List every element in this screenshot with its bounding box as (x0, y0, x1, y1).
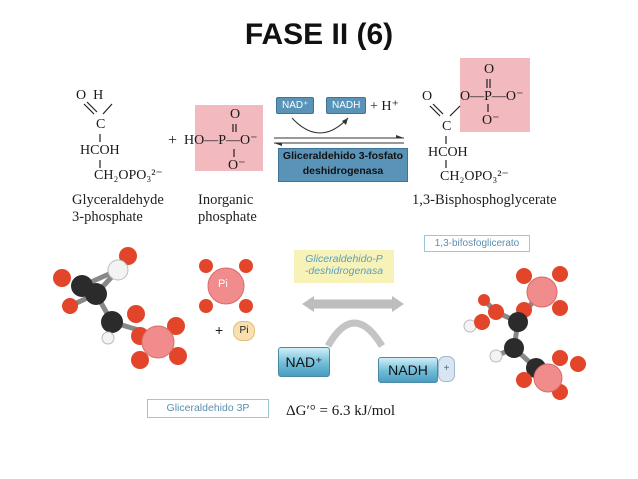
glyceraldehyde-3p-model (53, 247, 187, 369)
aldehyde-carbon: C (96, 117, 106, 132)
phosphoryl-top-o: O (484, 62, 495, 77)
phosphate-highlight (195, 105, 263, 171)
product-phosphate-ester: CH₂OPO₃²⁻ (440, 169, 509, 184)
phosphate-top-o: O (230, 107, 241, 122)
lower-enzyme-line2: -deshidrogenasa (304, 265, 384, 277)
inorganic-phosphate-structure: O HO—P—O⁻ O⁻ (184, 105, 274, 175)
phosphoryl-highlight (460, 58, 530, 132)
delta-g-value: ΔG′° = 6.3 kJ/mol (286, 403, 396, 419)
phosphate-bonds (232, 124, 237, 157)
pi-molecule-model (199, 259, 253, 313)
carbonyl-carbon: C (442, 119, 452, 134)
lower-enzyme-line1: Gliceraldehido-P (305, 253, 383, 265)
glyceraldehyde-3-phosphate-structure: O H C HCOH CH₂OPO₃²⁻ (76, 88, 186, 183)
phosphate-ester: CH₂OPO₃²⁻ (94, 168, 163, 183)
h-plus-badge: + (438, 356, 455, 382)
enzyme-label: Gliceraldehido 3-fosfato deshidrogenasa (278, 148, 408, 182)
bisphosphoglycerate-model (463, 266, 586, 400)
plus-sign: + (168, 132, 178, 149)
lower-reaction-arrows (302, 296, 404, 348)
page-title: FASE II (6) (244, 18, 394, 51)
lower-enzyme-label: Gliceraldehido-P -deshidrogenasa (294, 250, 394, 283)
nadh-chip: NADH (326, 97, 367, 114)
product-hydroxyl-carbon: HCOH (428, 145, 468, 160)
enzyme-line1: Gliceraldehido 3-fosfato (282, 150, 404, 162)
substrate-label-line2: 3-phosphate (72, 209, 143, 225)
nad-plus-chip: NAD⁺ (278, 347, 330, 377)
pi-label: Pi (218, 278, 228, 290)
substrate-tag: Gliceraldehido 3P (147, 399, 269, 418)
product-label: 1,3-Bisphosphoglycerate (412, 192, 557, 208)
product-tag: 1,3-bifosfoglicerato (424, 235, 530, 252)
lower-plus: + (215, 322, 224, 338)
product-bonds (429, 79, 491, 168)
nadh-big-chip: NADH (378, 357, 438, 383)
phosphate-bottom-o: O⁻ (228, 158, 246, 173)
pi-small-badge: Pi (233, 321, 255, 341)
substrate-label: Glyceraldehyde 3-phosphate (72, 192, 164, 226)
nad-chip: NAD⁺ (276, 97, 315, 114)
phosphoryl-middle: O—P—O⁻ (460, 89, 524, 104)
phosphate-middle: HO—P—O⁻ (184, 133, 258, 148)
phosphate-label-line1: Inorganic (198, 192, 254, 208)
phosphate-label-line2: phosphate (198, 209, 257, 225)
phosphoryl-bottom-o: O⁻ (482, 113, 500, 128)
substrate-label-line1: Glyceraldehyde (72, 192, 164, 208)
phosphate-label: Inorganic phosphate (198, 192, 257, 226)
bisphosphoglycerate-structure: O O—P—O⁻ O⁻ O C HCOH CH₂OPO₃²⁻ (420, 62, 560, 184)
h-plus-product: + H⁺ (370, 99, 399, 114)
reaction-arrows (274, 117, 404, 146)
enzyme-line2: deshidrogenasa (302, 165, 384, 177)
carbonyl-o: O (422, 89, 433, 104)
aldehyde-bonds (83, 101, 113, 168)
aldehyde-o-h: O H (76, 88, 104, 103)
hydroxyl-carbon: HCOH (80, 143, 120, 158)
